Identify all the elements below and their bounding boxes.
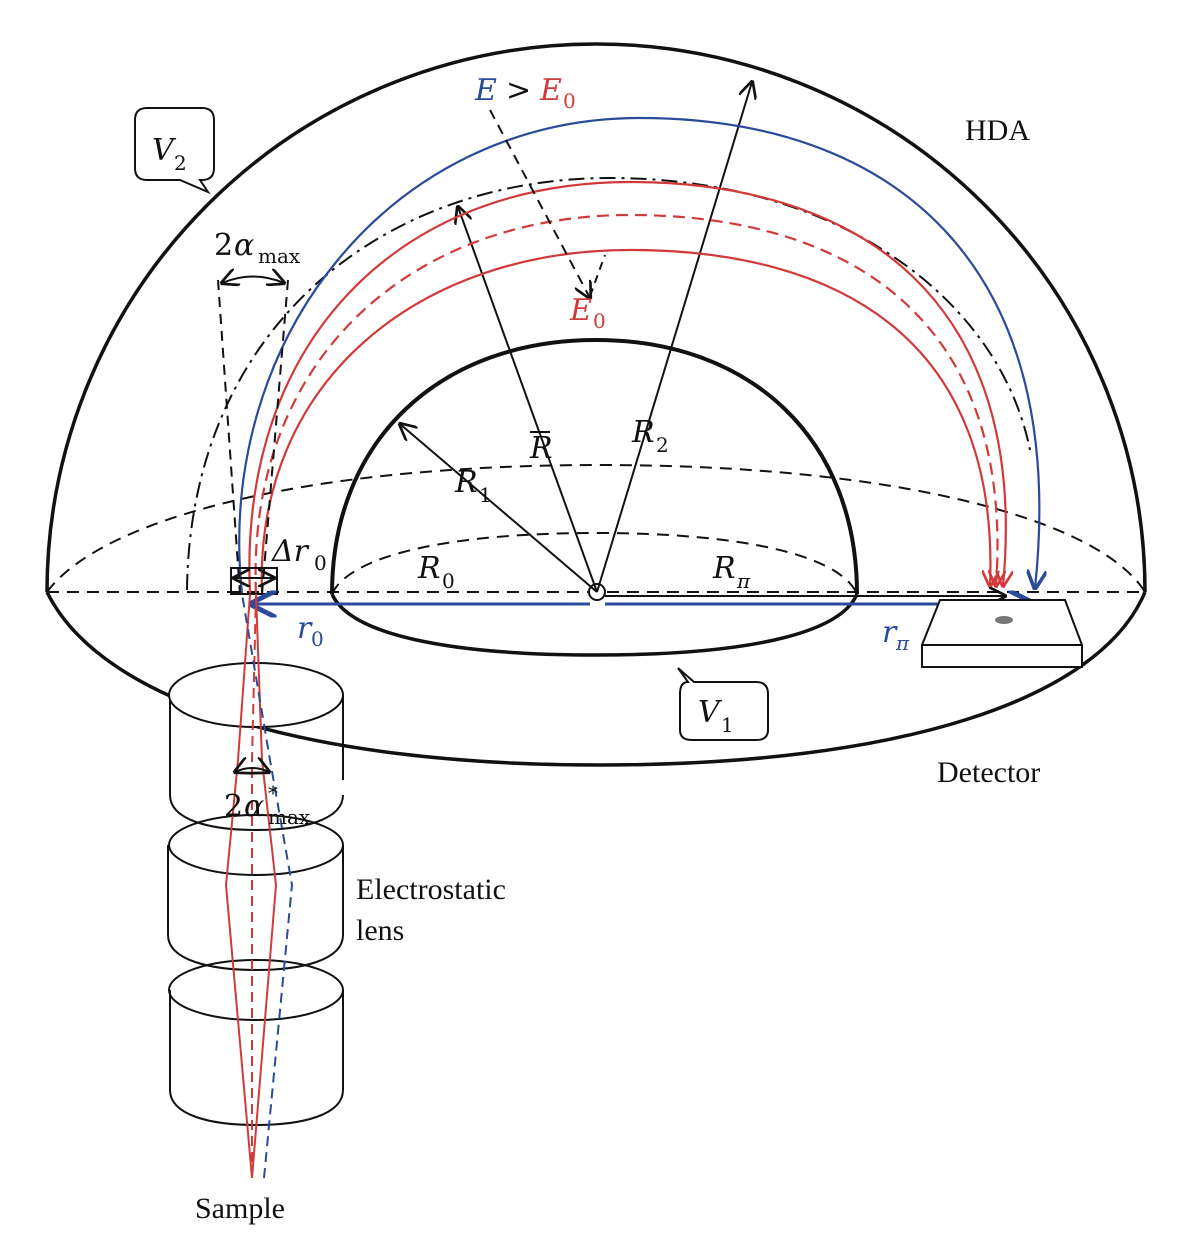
trajectory-e0-outer — [248, 180, 1005, 595]
v1-symbol: V — [698, 695, 723, 730]
alpha-star-superscript: * — [268, 781, 278, 805]
detector-spot — [995, 616, 1013, 624]
outer-hemisphere — [45, 42, 1147, 593]
r1-line — [400, 424, 598, 593]
r2-subscript: 2 — [656, 433, 669, 457]
v2-callout — [134, 107, 215, 195]
detector-label: Detector — [937, 756, 1040, 789]
trajectory-e0-inner — [260, 248, 991, 595]
r2-label: R — [631, 415, 655, 450]
delta-r0-label: Δr — [271, 534, 310, 569]
acceptance-line-right — [261, 279, 289, 595]
v2-symbol: V — [152, 133, 177, 168]
big-rpi-label: R — [712, 551, 736, 586]
alpha-max-arc — [222, 277, 284, 284]
sample-label: Sample — [195, 1192, 285, 1225]
e0-label-top: E — [539, 73, 562, 108]
lens-label-line1: Electrostatic — [356, 873, 506, 906]
lens-cylinder-bottom — [168, 959, 344, 1127]
big-r0-subscript: 0 — [442, 569, 455, 593]
detector-block — [921, 599, 1083, 668]
small-r0-label: r — [297, 611, 313, 646]
big-rpi-subscript: π — [736, 569, 751, 593]
e0-label-mid: E — [569, 293, 592, 328]
inner-hemisphere — [330, 337, 859, 595]
alpha-star-coef: 2 — [224, 789, 243, 824]
inner-hemisphere-base-front — [330, 593, 859, 657]
mean-radius-arc — [186, 176, 1031, 591]
alpha-star-symbol: α — [244, 789, 264, 824]
r2-line — [596, 82, 752, 593]
trajectory-high-energy — [238, 116, 1039, 595]
trajectory-e0-central — [254, 213, 998, 595]
r-bar-line — [458, 207, 598, 593]
big-r0-label: R — [417, 551, 441, 586]
hda-label: HDA — [965, 114, 1030, 147]
ray-blue-dashed — [241, 593, 294, 1179]
delta-r0-subscript: 0 — [314, 551, 327, 575]
small-rpi-label: r — [882, 615, 898, 650]
acceptance-line-left — [217, 279, 241, 595]
lens-label-line2: lens — [356, 914, 404, 947]
alpha-max-coef: 2 — [214, 228, 233, 263]
e0-label-top-sub: 0 — [563, 89, 576, 113]
lens-cylinder-top — [168, 662, 344, 832]
r1-subscript: 1 — [479, 483, 492, 507]
alpha-max-symbol: α — [234, 228, 254, 263]
e0-label-pointer — [589, 254, 606, 297]
gt-symbol: > — [506, 73, 531, 108]
small-rpi-subscript: π — [895, 631, 910, 655]
ray-red-left — [224, 593, 253, 1179]
e-label-pointer — [489, 109, 590, 298]
r-bar-label: R — [529, 431, 553, 466]
alpha-max-subscript: max — [258, 244, 301, 268]
alpha-star-subscript: max — [268, 805, 311, 829]
v2-subscript: 2 — [174, 151, 187, 175]
lens-cylinder-middle — [167, 814, 344, 972]
r1-label: R — [454, 465, 478, 500]
ray-red-right — [251, 593, 278, 1179]
e0-label-mid-sub: 0 — [593, 309, 606, 333]
alpha-star-arc — [235, 768, 269, 772]
outer-hemisphere-base-back — [46, 463, 1146, 593]
outer-hemisphere-base-front — [45, 591, 1147, 767]
small-r0-subscript: 0 — [311, 627, 324, 651]
v1-callout — [677, 667, 769, 741]
inner-hemisphere-base-back — [331, 531, 858, 595]
e-label: E — [474, 73, 497, 108]
v1-subscript: 1 — [721, 713, 734, 737]
